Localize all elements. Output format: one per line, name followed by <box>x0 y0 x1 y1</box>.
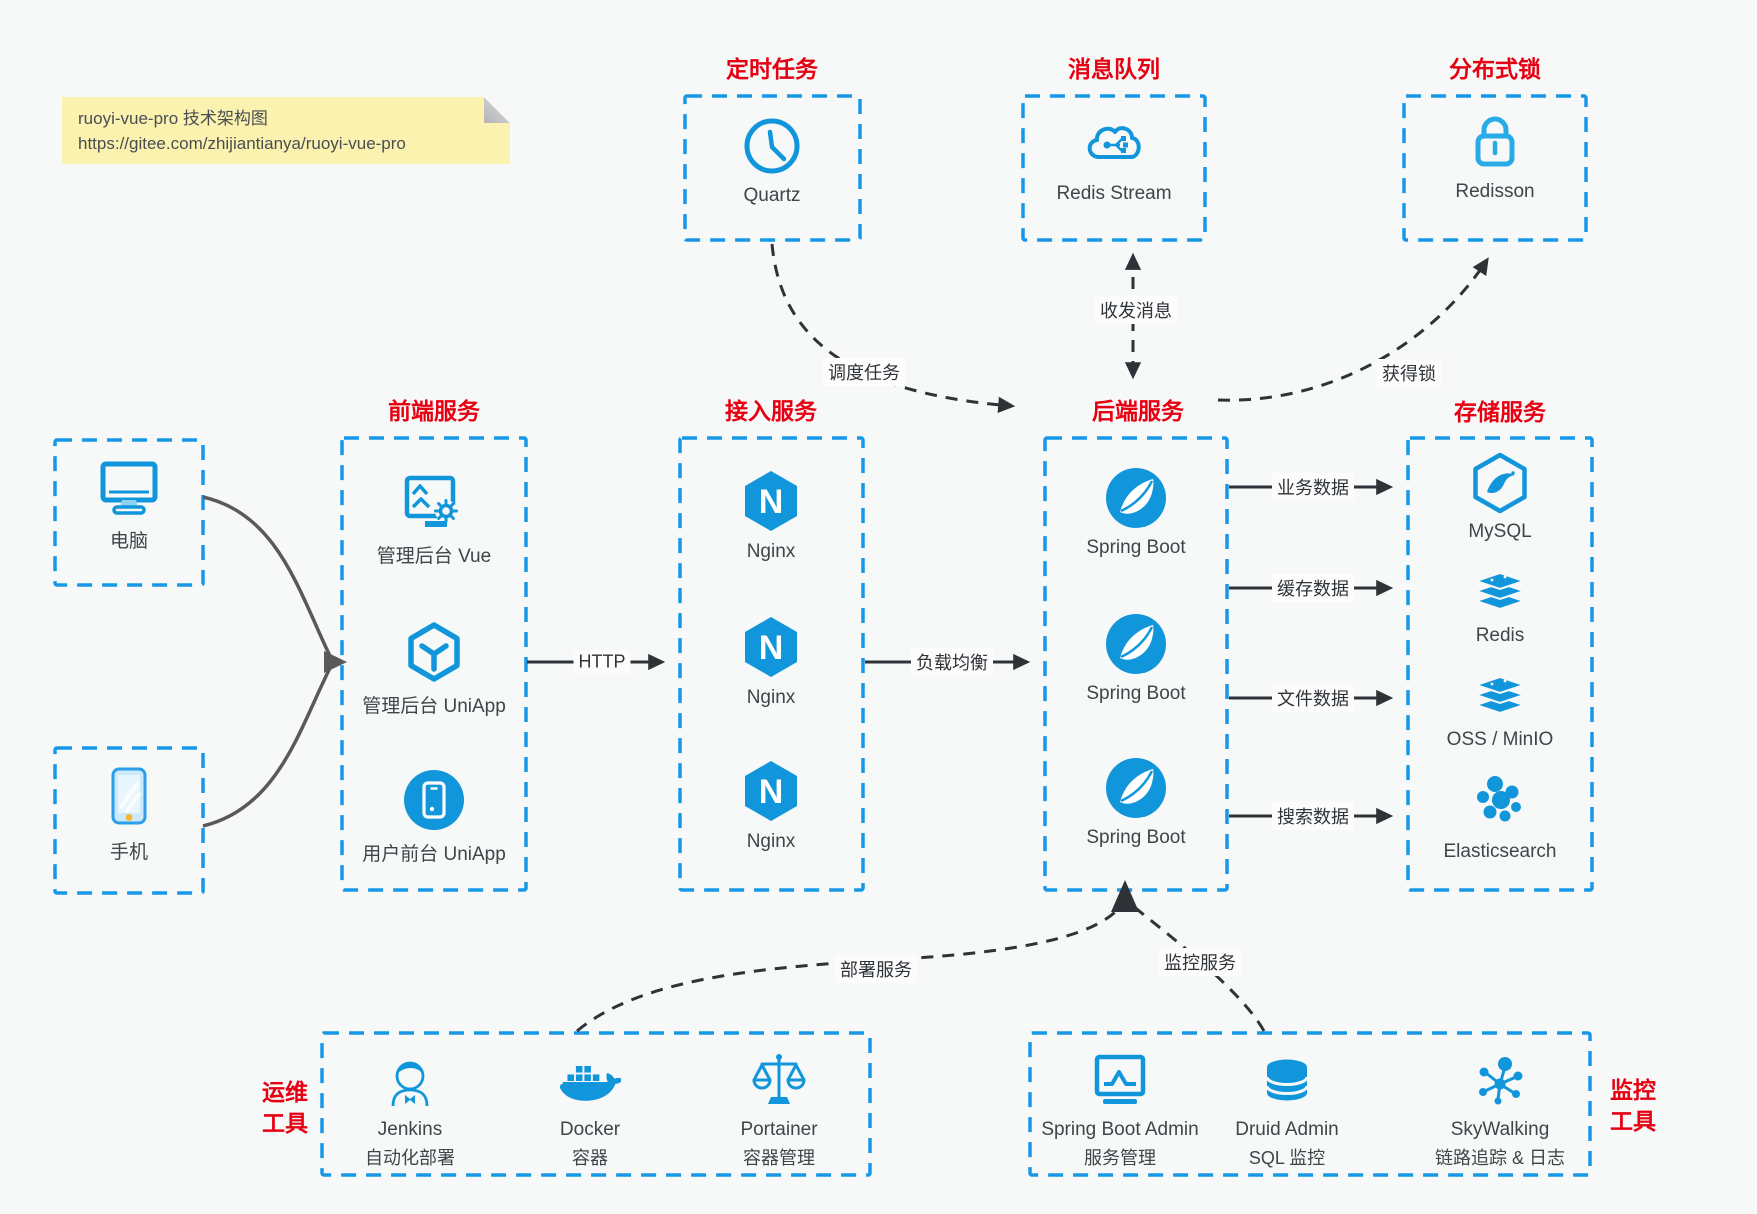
spring-icon <box>1106 468 1166 528</box>
desktop-icon <box>100 461 158 515</box>
cloud-network-icon <box>1087 126 1141 159</box>
node-nginx-2: N Nginx <box>676 614 866 709</box>
node-user-uniapp: 用户前台 UniApp <box>339 768 529 866</box>
node-docker: Docker 容器 <box>495 1050 685 1170</box>
node-nginx-1: N Nginx <box>676 468 866 563</box>
deploy-monitor-arrowhead <box>1111 880 1139 912</box>
edge-label-load-balance: 负载均衡 <box>911 648 993 676</box>
edge-label-cache-data: 缓存数据 <box>1272 574 1354 602</box>
group-title-ops-tools: 运维 工具 <box>262 1079 308 1136</box>
lock-icon <box>1475 116 1515 167</box>
edge-label-monitor: 监控服务 <box>1159 948 1241 976</box>
spring-icon <box>1106 758 1166 818</box>
edge-schedule-arrow <box>770 243 1016 413</box>
phone-client-box <box>53 746 205 895</box>
jenkins-icon <box>391 1061 429 1107</box>
node-redisson: Redisson <box>1400 110 1590 203</box>
edge-label-business-data: 业务数据 <box>1272 473 1354 501</box>
group-title-message-queue: 消息队列 <box>1068 56 1160 82</box>
edge-lock-arrow <box>1217 257 1489 402</box>
node-phone-client: 手机 <box>34 762 224 864</box>
redis-stack-icon <box>1472 571 1528 611</box>
node-nginx-3: N Nginx <box>676 758 866 853</box>
group-title-backend: 后端服务 <box>1092 398 1184 424</box>
group-title-storage: 存储服务 <box>1454 399 1546 425</box>
sticky-note: ruoyi-vue-pro 技术架构图 https://gitee.com/zh… <box>62 97 510 164</box>
node-spring-boot-2: Spring Boot <box>1041 612 1231 705</box>
node-quartz: Quartz <box>677 114 867 207</box>
note-url: https://gitee.com/zhijiantianya/ruoyi-vu… <box>78 134 406 153</box>
node-spring-boot-1: Spring Boot <box>1041 466 1231 559</box>
redisson-box <box>1402 94 1588 242</box>
node-pc-client: 电脑 <box>34 455 224 553</box>
node-elasticsearch: Elasticsearch <box>1405 768 1595 863</box>
node-spring-boot-admin: Spring Boot Admin 服务管理 <box>1025 1050 1215 1170</box>
node-skywalking: SkyWalking 链路追踪 & 日志 <box>1405 1050 1595 1170</box>
node-redis: Redis <box>1405 556 1595 647</box>
svg-text:N: N <box>759 483 784 521</box>
storage-stack-icon <box>1472 675 1528 715</box>
redis-stream-box <box>1021 94 1207 242</box>
node-admin-vue: 管理后台 Vue <box>339 470 529 568</box>
node-oss-minio: OSS / MinIO <box>1405 660 1595 751</box>
frontend-services-box <box>340 436 528 892</box>
edge-label-schedule: 调度任务 <box>823 358 905 386</box>
node-druid-admin: Druid Admin SQL 监控 <box>1192 1050 1382 1170</box>
edge-label-deploy: 部署服务 <box>835 955 917 983</box>
group-title-distributed-lock: 分布式锁 <box>1449 56 1541 82</box>
edge-label-file-data: 文件数据 <box>1272 684 1354 712</box>
pc-client-box <box>53 438 205 587</box>
user-app-icon <box>404 770 464 830</box>
node-spring-boot-3: Spring Boot <box>1041 756 1231 849</box>
smartphone-icon <box>111 767 147 825</box>
mysql-icon <box>1473 452 1527 514</box>
nginx-icon: N <box>745 471 797 531</box>
backend-services-box <box>1043 436 1229 892</box>
node-mysql: MySQL <box>1405 452 1595 543</box>
group-title-frontend: 前端服务 <box>388 398 480 424</box>
topology-icon <box>1479 1057 1523 1105</box>
gateway-services-box <box>678 436 865 892</box>
edge-label-search-data: 搜索数据 <box>1272 802 1354 830</box>
group-title-scheduled-tasks: 定时任务 <box>726 56 818 82</box>
svg-text:N: N <box>759 773 784 811</box>
ops-tools-box <box>320 1031 872 1177</box>
admin-panel-icon <box>404 475 458 527</box>
group-title-gateway: 接入服务 <box>725 398 817 424</box>
edge-label-http: HTTP <box>573 650 631 674</box>
node-redis-stream: Redis Stream <box>1019 112 1209 205</box>
nginx-icon: N <box>745 617 797 677</box>
clients-arrowhead <box>324 651 347 673</box>
clock-icon <box>744 118 800 174</box>
portainer-icon <box>752 1054 806 1104</box>
database-icon <box>1265 1059 1309 1101</box>
note-title: ruoyi-vue-pro 技术架构图 <box>78 109 268 128</box>
quartz-box <box>683 94 862 242</box>
admin-monitor-icon <box>1094 1054 1146 1104</box>
docker-icon <box>559 1065 621 1101</box>
node-admin-uniapp: 管理后台 UniApp <box>339 620 529 718</box>
storage-services-box <box>1406 436 1594 892</box>
edge-label-lock: 获得锁 <box>1377 359 1441 387</box>
uniapp-cube-icon <box>408 622 460 682</box>
group-title-monitor-tools: 监控 工具 <box>1610 1077 1656 1134</box>
monitor-tools-box <box>1028 1031 1592 1177</box>
spring-icon <box>1106 614 1166 674</box>
edge-label-messaging: 收发消息 <box>1095 296 1177 324</box>
node-jenkins: Jenkins 自动化部署 <box>315 1050 505 1170</box>
svg-text:N: N <box>759 629 784 667</box>
clients-to-frontend-curves <box>202 495 332 828</box>
elasticsearch-icon <box>1477 776 1521 822</box>
node-portainer: Portainer 容器管理 <box>684 1050 874 1170</box>
edge-deploy-curve <box>576 907 1121 1033</box>
nginx-icon: N <box>745 761 797 821</box>
